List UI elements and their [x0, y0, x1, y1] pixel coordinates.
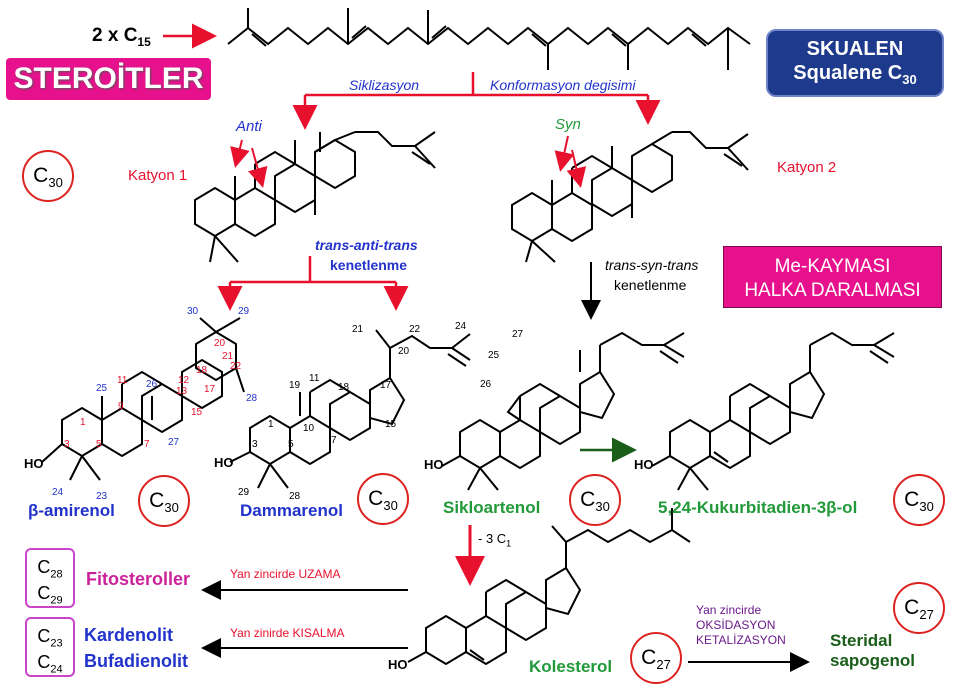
c30-badge-kukurbitadien: C30 [893, 474, 945, 526]
kardenolit-label: Kardenolit [84, 625, 174, 645]
sapogenol-label: sapogenol [830, 651, 916, 670]
dammarenol-label: Dammarenol [240, 501, 343, 520]
me-kaymasi-text: Me-KAYMASI [774, 256, 891, 277]
squalene-structure [227, 8, 751, 70]
uzama-label: Yan zincirde UZAMA [230, 567, 341, 581]
katyon1-label: Katyon 1 [128, 167, 188, 184]
c23-c24-box: C23 C24 [25, 617, 75, 677]
c28-c29-box: C28 C29 [25, 548, 75, 608]
kukurbitadien-structure [651, 331, 895, 491]
c30-badge-amirenol: C30 [138, 475, 190, 527]
c27-badge-steridal: C27 [893, 582, 945, 634]
anti-label: Anti [236, 118, 262, 135]
beta-amirenol-label: β-amirenol [28, 501, 115, 520]
oksidasyon-line-3: KETALİZASYON [696, 633, 786, 647]
dammarenol-ho: HO [214, 455, 234, 470]
syn-label: Syn [555, 116, 581, 133]
oksidasyon-line-2: OKSİDASYON [696, 618, 776, 632]
kenetlenme-label-2: kenetlenme [614, 277, 687, 293]
trans-syn-trans-label: trans-syn-trans [605, 257, 699, 273]
steridal-label: Steridal [830, 631, 893, 650]
katyon2-label: Katyon 2 [777, 159, 837, 176]
two-c15-label: 2 x C15 [92, 25, 151, 49]
konformasyon-label: Konformasyon degisimi [490, 77, 636, 93]
c27-badge-kolesterol: C27 [630, 632, 682, 684]
sikloartenol-structure [441, 331, 685, 491]
squalene-box: SKUALEN Squalene C30 [766, 29, 944, 97]
halka-daralmasi-text: HALKA DARALMASI [744, 279, 921, 301]
kolesterol-label: Kolesterol [529, 657, 613, 676]
steroidler-title: STEROİTLER [6, 58, 211, 100]
kukurbitadien-ho: HO [634, 457, 654, 472]
sikloartenol-label: Sikloartenol [443, 498, 541, 517]
fitosteroller-label: Fitosteroller [86, 569, 191, 589]
sikloartenol-ho: HO [424, 457, 444, 472]
c30-badge-top: C30 [22, 150, 74, 202]
squalene-formula: Squalene C30 [793, 62, 917, 87]
c30-badge-sikloartenol: C30 [569, 474, 621, 526]
dammarenol-structure [229, 329, 471, 489]
kukurbitadien-label: 5,24-Kukurbitadien-3β-ol [658, 498, 858, 517]
siklizasyon-label: Siklizasyon [349, 77, 420, 93]
kolesterol-ho: HO [388, 657, 408, 672]
amirenol-ho: HO [24, 456, 44, 471]
minus-3c1-label: - 3 C1 [478, 531, 512, 549]
trans-anti-trans-label: trans-anti-trans [315, 237, 418, 253]
kenetlenme-label-1: kenetlenme [330, 257, 408, 273]
katyon2-structure [511, 131, 749, 263]
bufadienolit-label: Bufadienolit [84, 651, 188, 671]
me-kaymasi-box: Me-KAYMASI HALKA DARALMASI [723, 246, 942, 308]
squalene-title: SKUALEN [806, 38, 904, 60]
oksidasyon-line-1: Yan zincirde [696, 603, 762, 617]
kisalma-label: Yan zinirde KISALMA [230, 626, 345, 640]
amirenol-structure [41, 317, 245, 481]
kolesterol-structure [407, 508, 691, 666]
c30-badge-dammarenol: C30 [357, 473, 409, 525]
